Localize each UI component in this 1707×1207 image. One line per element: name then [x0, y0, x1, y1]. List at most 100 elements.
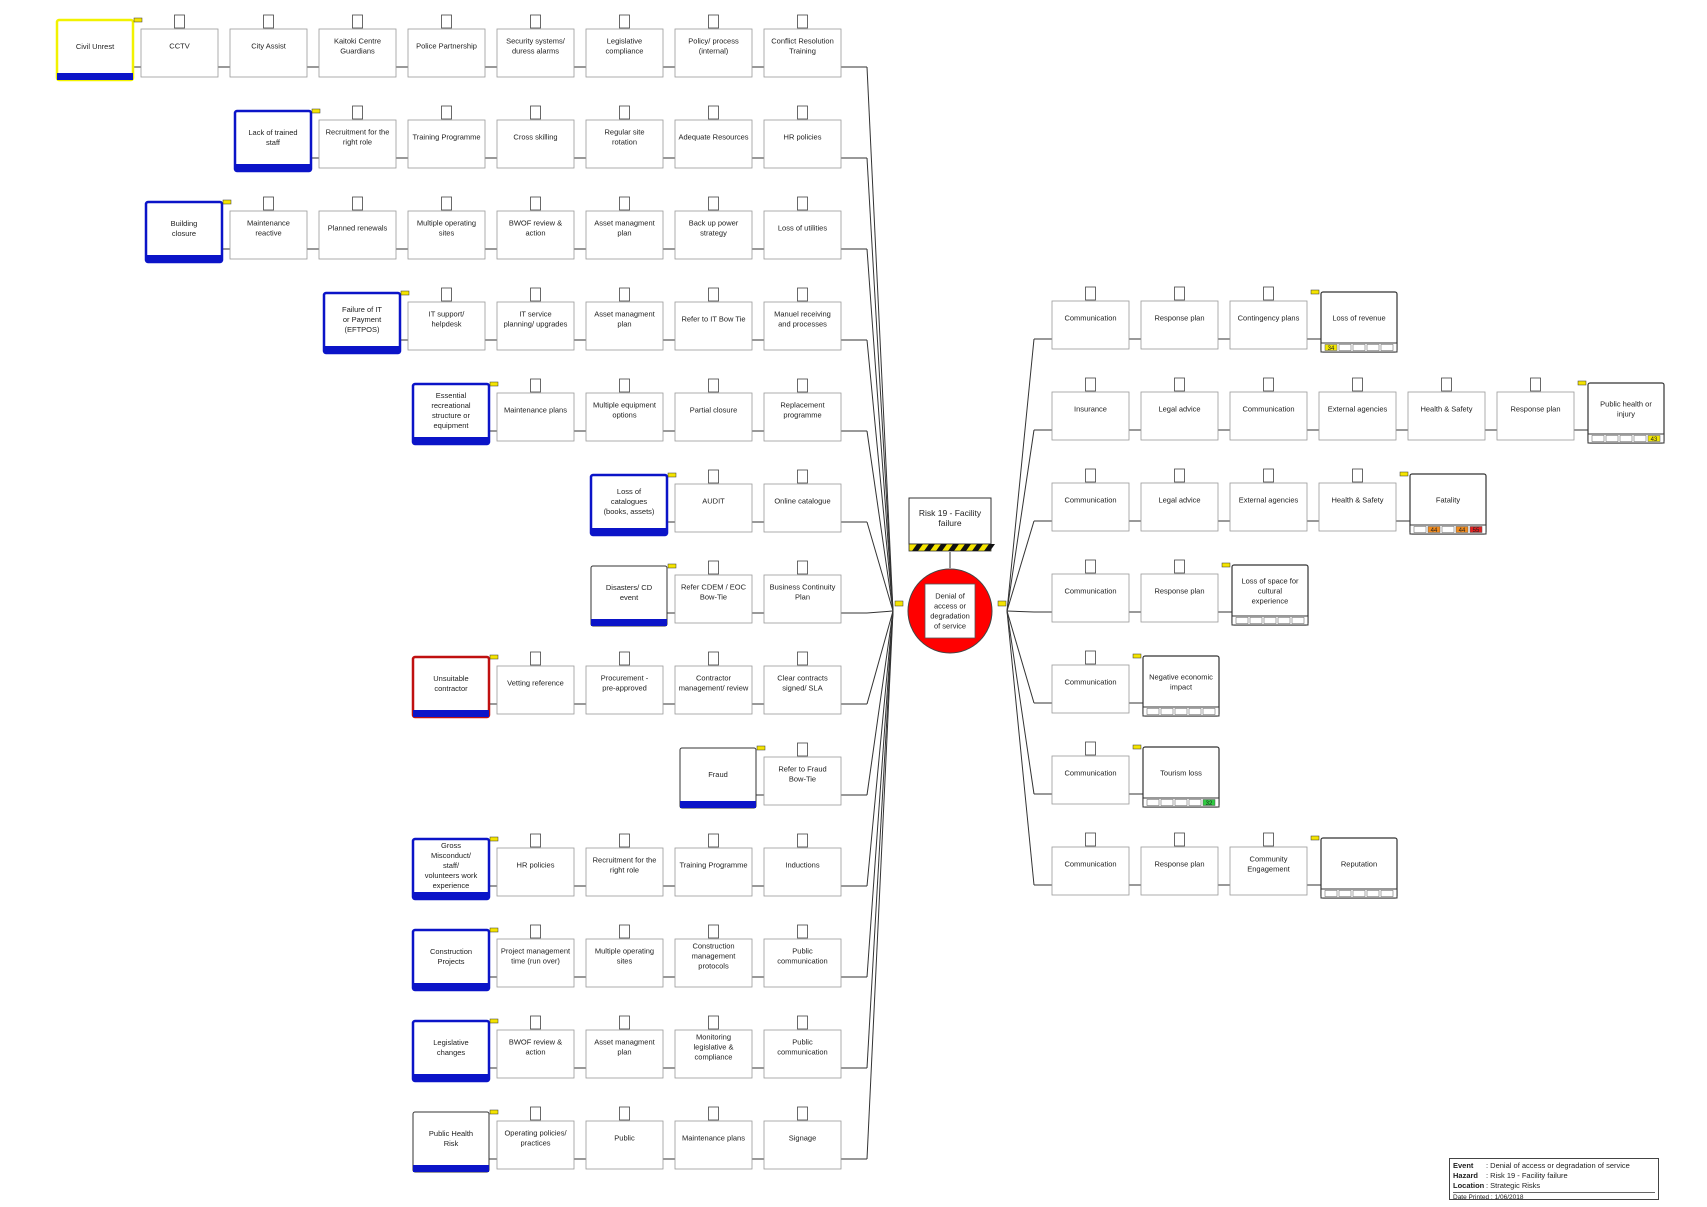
control-box[interactable] — [318, 210, 397, 260]
control-label: IT support/helpdesk — [429, 310, 466, 329]
control-box[interactable] — [318, 119, 397, 169]
control-box[interactable] — [407, 28, 486, 78]
control-box[interactable] — [496, 28, 575, 78]
control-box[interactable] — [229, 28, 308, 78]
control-box[interactable] — [407, 119, 486, 169]
control-box[interactable] — [763, 1120, 842, 1170]
control-box[interactable] — [1140, 482, 1219, 532]
control-box[interactable] — [1051, 300, 1130, 350]
control-box[interactable] — [763, 756, 842, 806]
threat-bar — [413, 892, 489, 899]
control-box[interactable] — [674, 28, 753, 78]
control-box[interactable] — [1229, 846, 1308, 896]
control-label: Inductions — [785, 861, 819, 870]
control-box[interactable] — [1140, 300, 1219, 350]
control-box[interactable] — [140, 28, 219, 78]
control-box[interactable] — [585, 1120, 664, 1170]
control-box[interactable] — [1051, 755, 1130, 805]
control-box[interactable] — [674, 938, 753, 988]
control-box[interactable] — [229, 210, 308, 260]
control-box[interactable] — [496, 301, 575, 351]
control-box[interactable] — [585, 1029, 664, 1079]
control-box[interactable] — [1229, 391, 1308, 441]
control-box[interactable] — [496, 210, 575, 260]
control-box[interactable] — [407, 210, 486, 260]
control-box[interactable] — [496, 119, 575, 169]
control-box[interactable] — [1318, 391, 1397, 441]
control-tab — [708, 1106, 719, 1121]
control-box[interactable] — [674, 574, 753, 624]
control-box[interactable] — [763, 847, 842, 897]
control-box[interactable] — [496, 392, 575, 442]
control-box[interactable] — [496, 1029, 575, 1079]
control-box[interactable] — [763, 665, 842, 715]
control-box[interactable] — [1051, 664, 1130, 714]
control-box[interactable] — [1051, 573, 1130, 623]
control-box[interactable] — [674, 301, 753, 351]
control-box[interactable] — [1051, 482, 1130, 532]
control-box[interactable] — [496, 1120, 575, 1170]
control-box[interactable] — [407, 301, 486, 351]
control-box[interactable] — [585, 847, 664, 897]
control-box[interactable] — [1318, 482, 1397, 532]
control-tab — [1352, 377, 1363, 392]
control-box[interactable] — [1229, 482, 1308, 532]
threat-tab — [667, 472, 677, 478]
control-label: Loss of utilities — [778, 224, 827, 233]
control-box[interactable] — [674, 665, 753, 715]
hazard-box[interactable] — [908, 497, 992, 545]
control-tab — [1174, 286, 1185, 301]
control-box[interactable] — [1140, 573, 1219, 623]
control-box[interactable] — [763, 301, 842, 351]
control-tab — [1263, 832, 1274, 847]
control-box[interactable] — [763, 574, 842, 624]
threat-bar — [680, 801, 756, 808]
control-box[interactable] — [674, 483, 753, 533]
control-box[interactable] — [1229, 300, 1308, 350]
control-box[interactable] — [763, 1029, 842, 1079]
control-box[interactable] — [674, 392, 753, 442]
control-box[interactable] — [585, 301, 664, 351]
control-box[interactable] — [496, 665, 575, 715]
control-box[interactable] — [674, 1120, 753, 1170]
control-box[interactable] — [585, 119, 664, 169]
control-box[interactable] — [763, 938, 842, 988]
control-box[interactable] — [674, 847, 753, 897]
control-box[interactable] — [763, 392, 842, 442]
control-tab — [619, 196, 630, 211]
control-box[interactable] — [1407, 391, 1486, 441]
control-box[interactable] — [763, 210, 842, 260]
control-box[interactable] — [585, 392, 664, 442]
control-box[interactable] — [1140, 846, 1219, 896]
control-box[interactable] — [585, 665, 664, 715]
control-box[interactable] — [1051, 391, 1130, 441]
threat-tab — [489, 1109, 499, 1115]
control-box[interactable] — [763, 483, 842, 533]
threat-hub-link — [866, 339, 894, 612]
threat-hub-link — [866, 157, 894, 612]
control-box[interactable] — [496, 938, 575, 988]
top-event-inner-box — [924, 583, 976, 639]
control-label: CCTV — [169, 42, 189, 51]
control-box[interactable] — [674, 119, 753, 169]
control-box[interactable] — [674, 1029, 753, 1079]
control-box[interactable] — [318, 28, 397, 78]
control-box[interactable] — [763, 28, 842, 78]
control-tab — [1085, 559, 1096, 574]
control-box[interactable] — [674, 210, 753, 260]
control-box[interactable] — [585, 28, 664, 78]
control-box[interactable] — [763, 119, 842, 169]
control-box[interactable] — [1496, 391, 1575, 441]
control-box[interactable] — [1051, 846, 1130, 896]
control-box[interactable] — [585, 938, 664, 988]
control-box[interactable] — [1140, 391, 1219, 441]
control-tab — [530, 651, 541, 666]
control-box[interactable] — [496, 847, 575, 897]
control-box[interactable] — [585, 210, 664, 260]
